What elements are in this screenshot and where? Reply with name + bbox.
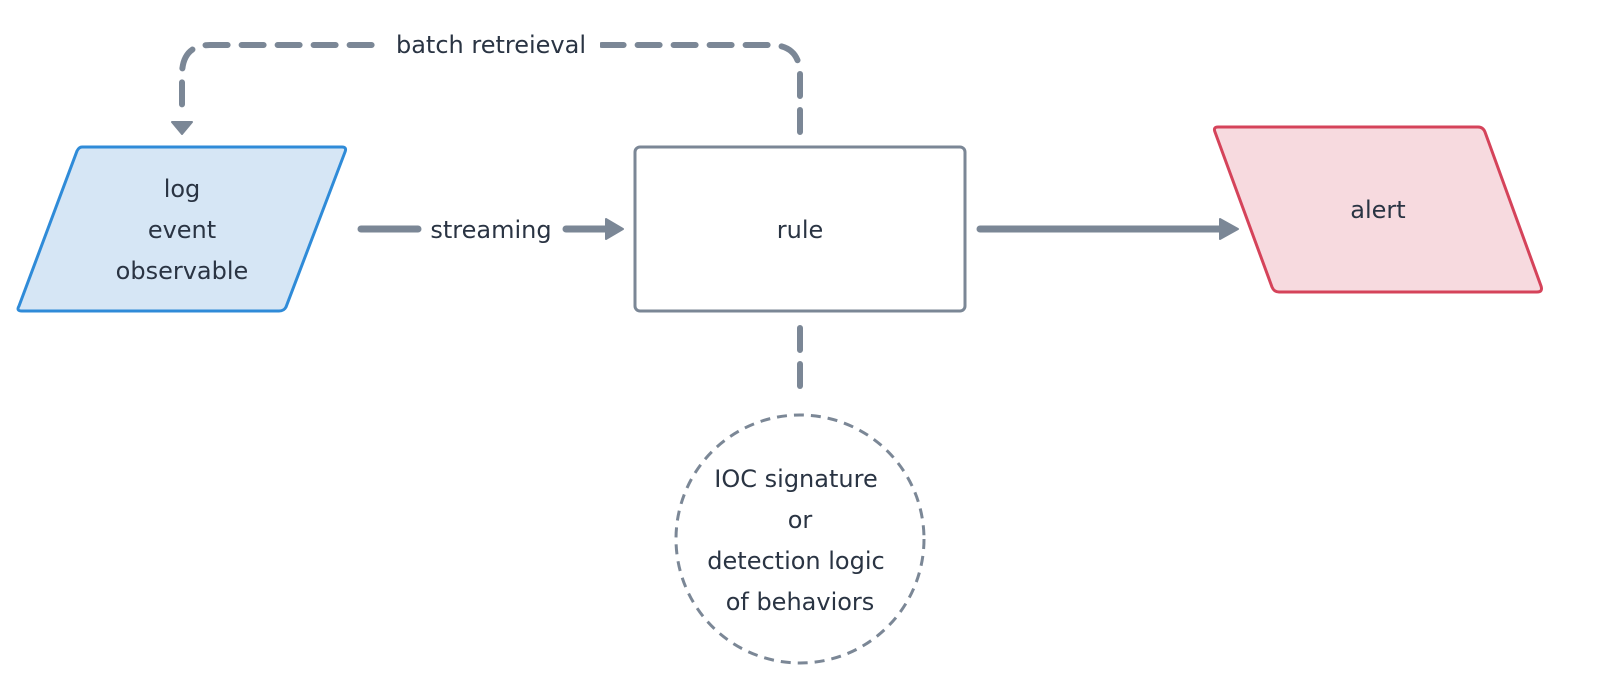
batch-retrieval-edge: batch retreieval xyxy=(171,27,803,135)
rule-shape xyxy=(633,145,967,313)
batch-retrieval-label: batch retreieval xyxy=(396,31,586,59)
streaming-label: streaming xyxy=(430,216,551,244)
rule-to-alert-edge xyxy=(976,218,1239,240)
ioc-node-line-3: detection logic xyxy=(707,547,884,575)
log-node-line-1: log xyxy=(164,175,201,203)
rule-node-label: rule xyxy=(777,216,824,244)
ioc-shape xyxy=(674,413,926,665)
batch-retrieval-path xyxy=(179,42,803,135)
log-node-line-3: observable xyxy=(116,257,249,285)
ioc-node-line-2: or xyxy=(788,506,813,534)
log-event-node: log event observable xyxy=(16,145,348,313)
streaming-arrowhead-icon xyxy=(605,218,624,240)
alert-arrowhead-icon xyxy=(1219,218,1239,240)
streaming-edge: streaming xyxy=(357,216,624,244)
alert-node-label: alert xyxy=(1350,196,1405,224)
batch-arrowhead-icon xyxy=(171,121,193,135)
rule-node: rule xyxy=(633,145,967,313)
log-event-shape xyxy=(16,145,348,313)
alert-shape xyxy=(1212,125,1543,294)
ioc-node-line-1: IOC signature xyxy=(714,465,877,493)
alert-node: alert xyxy=(1212,125,1543,294)
ioc-node: IOC signature or detection logic of beha… xyxy=(674,413,926,665)
log-node-line-2: event xyxy=(148,216,216,244)
batch-label-bg xyxy=(382,27,600,63)
ioc-node-line-4: of behaviors xyxy=(726,588,875,616)
